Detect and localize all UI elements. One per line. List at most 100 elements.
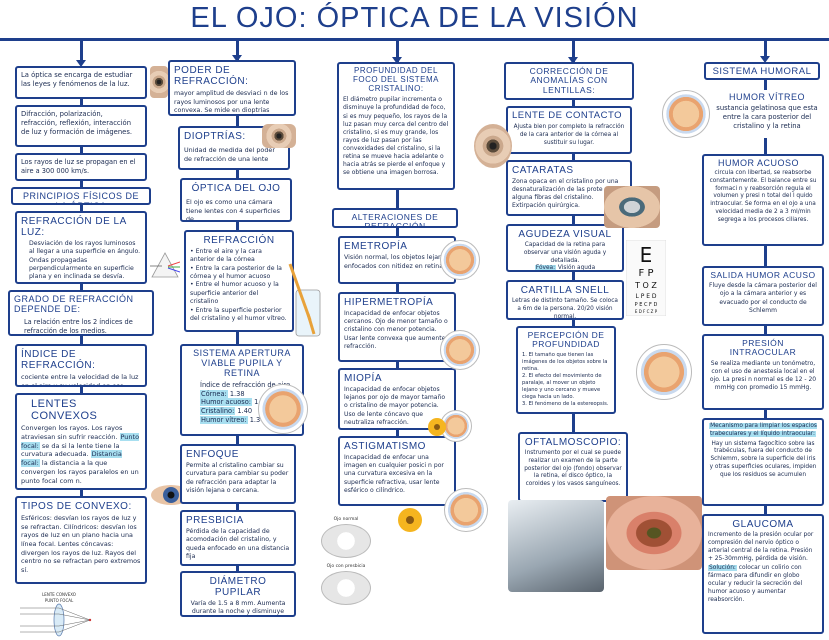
ray-line	[58, 613, 91, 621]
connector	[236, 222, 239, 230]
degree-title: Grado de refracción depende de:	[14, 294, 134, 314]
svg-text:E D F C Z P: E D F C Z P	[635, 309, 658, 314]
contact-lens-photo	[474, 124, 512, 168]
focus-box: Enfoque Permite al cristalino cambiar su…	[180, 444, 296, 504]
glaucoma-title: Glaucoma	[732, 519, 794, 530]
visual-acuity-text: Capacidad de la retina para observar una…	[523, 242, 607, 264]
degree-box: Grado de refracción depende de: La relac…	[8, 290, 154, 336]
ray-line	[58, 619, 91, 633]
refraction-power-text: mayor amplitud de desviaci n de los rayo…	[174, 90, 289, 114]
presbyopia-comparison-image: Ojo normal Ojo con presbicia	[316, 517, 376, 633]
myopia-text: Incapacidad de enfocar objetos lejanos p…	[344, 386, 446, 426]
refraction-box: Refracción de la luz: Desviación de los …	[15, 211, 147, 284]
connector	[572, 100, 575, 106]
refraction-power-box: Poder de refracción: mayor amplitud de d…	[168, 60, 296, 116]
svg-text:L P E D: L P E D	[635, 293, 656, 300]
depth-perception-box: Percepción de profundidad 1. El tamaño q…	[516, 326, 616, 414]
intraocular-pressure-title: Presión intraocular	[729, 338, 797, 358]
presbyopia-box: Presbicia Pérdida de la capacidad de aco…	[180, 510, 296, 566]
hyperopia-eye-diagram	[440, 330, 480, 370]
glaucoma-text-2: colocar un colirio con fármaco para difu…	[708, 564, 803, 603]
vitreous-humor-box: Humor vítreo sustancia gelatinosa que es…	[708, 90, 826, 138]
lens-shape	[53, 603, 65, 637]
eye-photo	[150, 66, 168, 98]
contact-lens-box: Lente de contacto Ajusta bien por comple…	[506, 106, 632, 154]
principles-title: Principios físicos de la óptica	[22, 191, 140, 203]
glaucoma-eye-photo	[606, 496, 702, 570]
snell-chart-box: Cartilla Snell Letras de distinto tamaño…	[506, 280, 624, 320]
connector	[236, 436, 239, 444]
aqueous-humor-title: Humor acuoso	[718, 158, 800, 168]
convex-text-2: se da si la lente tiene la curvatura ade…	[21, 441, 120, 459]
focal-point-marker	[88, 618, 92, 622]
eye-anatomy-diagram	[258, 384, 308, 434]
connector	[236, 116, 239, 126]
svg-text:T O Z: T O Z	[634, 281, 657, 290]
hyperopia-box: Hipermetropía Incapacidad de enfocar obj…	[338, 292, 456, 362]
snell-chart-text: Letras de distinto tamaño. Se coloca a 6…	[512, 298, 618, 320]
refraction-surface-item: • Entre el aire y la cara anterior de la…	[190, 248, 262, 264]
connector	[572, 40, 575, 62]
aqueous-outflow-text: Fluye desde la cámara posterior del ojo …	[709, 282, 817, 314]
connector	[396, 228, 399, 236]
connector	[764, 40, 767, 60]
arrow-down-icon	[232, 55, 242, 62]
light-speed-text: Los rayos de luz se propagan en el aire …	[21, 158, 136, 175]
glaucoma-text-1: Incremento de la presión ocular por comp…	[708, 532, 814, 562]
astigmatism-title: Astigmatismo	[344, 441, 426, 452]
cataract-eye-photo	[604, 186, 660, 228]
refraction-surface-item: • Entre el humor acuoso y la superficie …	[190, 281, 279, 306]
connector	[80, 490, 83, 496]
convex-text-3: la distancia a la que convergen los rayo…	[21, 459, 139, 485]
arrow-down-icon	[392, 57, 402, 64]
cataract-title: Cataratas	[512, 165, 574, 176]
normal-eye-label: Ojo normal	[333, 517, 359, 522]
convex-text-1: Convergen los rayos. Los rayos atraviesa…	[21, 424, 123, 441]
connector	[80, 99, 83, 105]
flower-icon	[428, 418, 446, 436]
prism-image	[150, 252, 180, 278]
fovea-text: Visión aguda	[556, 265, 596, 272]
eye-optics-box: Óptica del ojo El ojo es como una cámara…	[180, 178, 292, 222]
hyperopia-title: Hipermetropía	[344, 297, 434, 308]
arrow-down-icon	[760, 56, 770, 63]
presbyopia-title: Presbicia	[186, 515, 244, 526]
convex-lens-diagram: LENTE CONVEXO PUNTO FOCAL	[20, 592, 92, 637]
convex-title: Lentes convexos	[31, 398, 98, 423]
aqueous-humor-text: circula con libertad, se reabsorbe const…	[709, 169, 817, 223]
aqueous-outflow-box: Salida humor acuso Fluye desde la cámara…	[702, 266, 824, 326]
astigmatism-eye-diagram	[444, 488, 488, 532]
presbyopia-text: Pérdida de la capacidad de acomodación d…	[186, 528, 290, 561]
connector	[572, 154, 575, 160]
normal-eye-diagram	[321, 524, 371, 558]
emmetropia-text: Visión normal, los objetos lejanos enfoc…	[344, 254, 450, 270]
connector	[236, 566, 239, 571]
glass-refraction-image	[288, 263, 321, 337]
page-title: EL OJO: ÓPTICA DE LA VISIÓN	[190, 2, 639, 34]
diopters-text: Unidad de medida del poder de refracción…	[184, 146, 275, 163]
degree-text: La relación entre los 2 índices de refra…	[24, 317, 133, 335]
connector	[236, 332, 239, 344]
connector	[396, 190, 399, 208]
connector	[764, 410, 767, 418]
visual-acuity-title: Agudeza visual	[518, 229, 612, 240]
connector	[396, 430, 399, 436]
intraocular-pressure-box: Presión intraocular Se realiza mediante …	[702, 334, 824, 410]
pupil-diameter-title: Diámetro pupilar	[209, 576, 267, 598]
ray-line	[58, 607, 91, 621]
intraocular-pressure-text: Se realiza mediante un tonómetro, con el…	[709, 359, 817, 391]
aperture-system-title: Sistema apertura viable pupila y retina	[193, 348, 291, 378]
connector	[396, 284, 399, 292]
connector	[396, 362, 399, 368]
connector	[236, 170, 239, 178]
connector	[80, 336, 83, 344]
ophthalmoscope-text: Instrumento por el cual se puede realiza…	[524, 450, 622, 488]
connector	[80, 181, 83, 187]
index-text: cociente entre la velocidad de la luz en…	[21, 373, 139, 387]
phenomena-text: Difracción, polarización, refracción, re…	[21, 110, 133, 137]
arrow-down-icon	[76, 60, 86, 67]
aqueous-humor-box: Humor acuoso circula con libertad, se re…	[702, 154, 824, 246]
humoral-system-box: Sistema humoral	[704, 62, 820, 80]
focus-depth-text: El diámetro pupilar incrementa o disminu…	[343, 96, 449, 177]
refraction-surface-item: • Entre la superficie posterior del cris…	[190, 306, 287, 322]
